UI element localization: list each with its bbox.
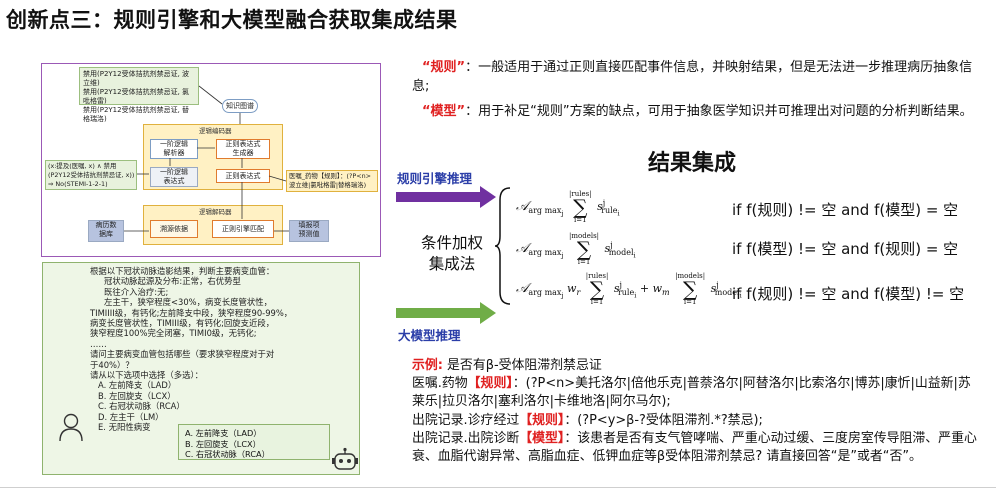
rule-definition: “规则”：一般适用于通过正则直接匹配事件信息，并映射结果，但是无法进一步推理病历…	[412, 58, 974, 96]
rule-text: ：一般适用于通过正则直接匹配事件信息，并映射结果，但是无法进一步推理病历抽象信息…	[412, 60, 973, 94]
model-text: ：用于补足“规则”方案的缺点，可用于抽象医学知识并可推理出对问题的分析判断结果。	[465, 104, 973, 119]
formula-model: 𝒜arg maxj |models|∑i=1 sjmodeli	[516, 232, 636, 266]
dialog-line: 冠状动脉起源及分布:正常，右优势型	[104, 276, 241, 287]
integration-label-2: 集成法	[428, 255, 476, 273]
example-section: 示例: 是否有β-受体阻滞剂禁忌证 医嘱.药物【规则】：(?P<n>美托洛尔|倍…	[412, 357, 982, 466]
page-title: 创新点三：规则引擎和大模型融合获取集成结果	[6, 8, 458, 32]
first-order-parser: 一阶逻辑 解析器	[150, 139, 198, 159]
encoder-label: 逻辑编码器	[199, 127, 232, 135]
brace-icon	[494, 187, 511, 305]
condition-2: if f(模型) != 空 and f(规则) = 空	[732, 240, 959, 258]
model-term: “模型”	[422, 104, 466, 119]
first-order-expression: 一阶逻辑 表达式	[150, 167, 198, 187]
diagram-connectors	[124, 85, 289, 232]
result-integration-title: 结果集成	[648, 151, 737, 176]
robot-icon	[332, 447, 358, 470]
emr-database: 病历数 据库	[88, 220, 124, 242]
logic-expression-box: (x:提及(医嘱, x) ∧ 禁用 (P2Y12受体拮抗剂禁忌证, x)) ⇒ …	[45, 160, 137, 190]
llm-label: 大模型推理	[398, 328, 461, 343]
formula-rule: 𝒜arg maxj |rules|∑i=1 sjrulei	[516, 190, 620, 224]
footer-divider	[0, 487, 996, 488]
dialog-option: A. 左前降支（LAD）	[98, 380, 177, 391]
logic-encoder: 逻辑编码器 一阶逻辑 解析器 正则表达式 生成器 一阶逻辑 表达式 正则表达式	[143, 124, 283, 190]
integration-label-1: 条件加权	[420, 234, 483, 252]
example-line-2: 出院记录.诊疗经过【规则】：(?P<y>β-?受体阻滞剂.*?禁忌);	[412, 412, 763, 428]
dialog-line: ……	[90, 338, 107, 349]
rule-engine-arrow	[396, 186, 496, 208]
dialog-line: 请从以下选项中选择（多选）：	[90, 370, 204, 381]
architecture-diagram: 禁用(P2Y12受体拮抗剂禁忌证, 波立维) 禁用(P2Y12受体拮抗剂禁忌证,…	[41, 63, 381, 257]
regex-generator: 正则表达式 生成器	[216, 139, 270, 159]
dialog-line: 既往介入治疗:无;	[104, 286, 169, 297]
model-definition: “模型”：用于补足“规则”方案的缺点，可用于抽象医学知识并可推理出对问题的分析判…	[412, 102, 974, 121]
decoder-label: 逻辑解码器	[199, 208, 232, 216]
dialog-option: D. 左主干（LM）	[98, 411, 164, 422]
dialog-question: 根据以下冠状动脉造影结果，判断主要病变血管： 冠状动脉起源及分布:正常，右优势型…	[90, 266, 360, 433]
dialog-line: 于40%）？	[90, 359, 134, 370]
rule-item: 禁用(P2Y12受体拮抗剂禁忌证, 替格瑞洛)	[83, 106, 190, 123]
regex-sample-box: 医嘱_药物【规则】：(?P<n> 波立维|氯吡格雷|替格瑞洛)	[286, 170, 378, 192]
knowledge-graph-node: 知识图谱	[222, 99, 258, 113]
rule-list-box: 禁用(P2Y12受体拮抗剂禁忌证, 波立维) 禁用(P2Y12受体拮抗剂禁忌证,…	[79, 67, 199, 123]
rule-engine-label: 规则引擎推理	[397, 171, 473, 186]
model-answer-box: A. 左前降支（LAD） B. 左回旋支（LCX） C. 右冠状动脉（RCA）	[178, 424, 330, 460]
condition-1: if f(规则) != 空 and f(模型) = 空	[732, 201, 959, 219]
example-label: 示例:	[412, 358, 443, 373]
example-question: 是否有β-受体阻滞剂禁忌证	[447, 358, 602, 373]
example-line-3: 出院记录.出院诊断【模型】：该患者是否有支气管哮喘、严重心动过缓、三度房室传导阻…	[412, 430, 977, 465]
dialog-option: E. 无阳性病变	[98, 422, 151, 433]
dialog-line: 狭窄程度100%完全闭塞，TIMI0级，无钙化;	[90, 328, 257, 339]
dialog-line: TIMIIII级，有钙化;左前降支中段，狭窄程度90-99%，	[90, 307, 293, 318]
dialog-line: 左主干，狭窄程度<30%，病变长度管状性，	[104, 297, 273, 308]
answer-item: A. 左前降支（LAD）	[185, 428, 262, 438]
answer-item: B. 左回旋支（LCX）	[185, 438, 261, 449]
dialog-line: 病变长度管状性，TIMIII级，有钙化;回旋支近段，	[90, 318, 275, 329]
formula-weighted: 𝒜arg maxj wr |rules|∑i=1 sjrulei + wm |m…	[516, 272, 742, 306]
rule-item: 禁用(P2Y12受体拮抗剂禁忌证, 氯吡格雷)	[83, 88, 190, 105]
dialog-line: 请问主要病变血管包括哪些（要求狭窄程度对于对	[90, 349, 275, 360]
user-icon	[59, 413, 83, 442]
integration-method: 条件加权 集成法	[412, 233, 492, 275]
rule-item: 禁用(P2Y12受体拮抗剂禁忌证, 波立维)	[83, 70, 190, 87]
condition-3: if f(规则) != 空 and f(模型) != 空	[732, 285, 965, 303]
rule-term: “规则”	[422, 60, 466, 75]
trace-evidence: 溯源依据	[150, 220, 198, 238]
llm-arrow	[396, 302, 496, 324]
regex-engine-match: 正则引擎匹配	[212, 220, 274, 238]
example-line-1: 医嘱.药物【规则】：(?P<n>美托洛尔|倍他乐克|普萘洛尔|阿替洛尔|比索洛尔…	[412, 376, 971, 410]
predicted-value: 填报项 预测值	[289, 220, 329, 242]
dialog-option: B. 左回旋支（LCX）	[98, 390, 176, 401]
answer-item: C. 右冠状动脉（RCA）	[185, 449, 270, 459]
example-header: 示例: 是否有β-受体阻滞剂禁忌证	[412, 357, 982, 375]
dialog-line: 根据以下冠状动脉造影结果，判断主要病变血管：	[90, 266, 275, 276]
logic-decoder: 逻辑解码器 溯源依据 正则引擎匹配	[143, 205, 283, 245]
dialog-option: C. 右冠状动脉（RCA）	[98, 401, 185, 412]
